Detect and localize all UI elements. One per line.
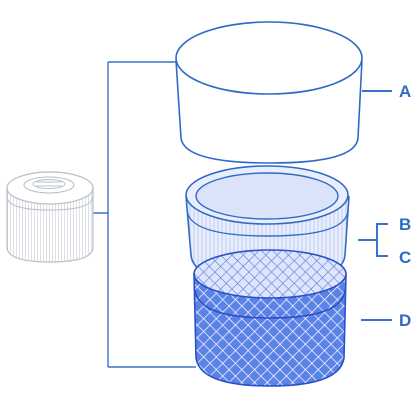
label-c: C [399,248,411,267]
leader-lines [358,90,392,321]
mesh-cover-icon [193,249,347,387]
leader-bracket-bc [376,223,388,257]
filter-cartridge-icon [6,171,94,263]
label-b: B [399,215,411,234]
cap-icon [175,21,363,164]
label-d: D [399,311,411,330]
label-a: A [399,82,411,101]
